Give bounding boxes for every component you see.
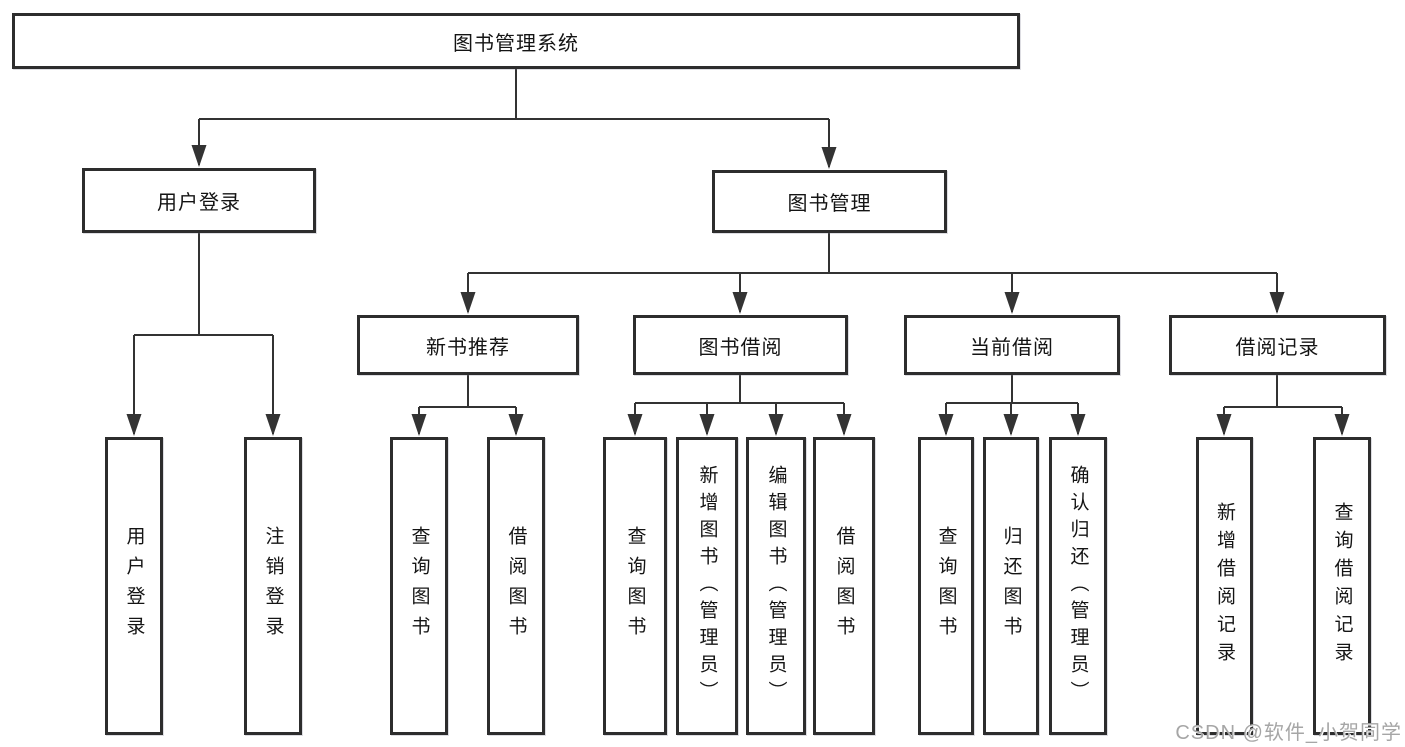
leaf-br-query-record: 查询借阅记录 [1313, 437, 1371, 735]
leaf-bb-add-books-admin: 新增图书（管理员） [676, 437, 738, 735]
leaf-cb-query-books: 查询图书 [918, 437, 974, 735]
leaf-cb-return-books: 归还图书 [983, 437, 1039, 735]
node-book-management-label: 图书管理 [787, 193, 872, 215]
leaf-nbr-borrow-books-label: 借阅图书 [505, 526, 527, 646]
leaf-nbr-query-books: 查询图书 [390, 437, 448, 735]
leaf-user-login-label: 用户登录 [123, 526, 145, 646]
leaf-bb-edit-books-admin-label: 编辑图书（管理员） [765, 464, 787, 708]
node-book-borrow-label: 图书借阅 [698, 336, 783, 359]
leaf-bb-query-books: 查询图书 [603, 437, 667, 735]
leaf-bb-borrow-books: 借阅图书 [813, 437, 875, 735]
leaf-bb-query-books-label: 查询图书 [624, 526, 646, 646]
leaf-br-add-record: 新增借阅记录 [1196, 437, 1253, 735]
leaf-br-query-record-label: 查询借阅记录 [1331, 502, 1353, 670]
leaf-bb-add-books-admin-label: 新增图书（管理员） [696, 464, 718, 708]
leaf-nbr-borrow-books: 借阅图书 [487, 437, 545, 735]
node-current-borrow: 当前借阅 [904, 315, 1120, 375]
leaf-cb-confirm-return-admin-label: 确认归还（管理员） [1067, 464, 1089, 708]
node-book-borrow: 图书借阅 [633, 315, 848, 375]
leaf-cb-return-books-label: 归还图书 [1000, 526, 1022, 646]
leaf-user-login: 用户登录 [105, 437, 163, 735]
leaf-bb-borrow-books-label: 借阅图书 [833, 526, 855, 646]
leaf-bb-edit-books-admin: 编辑图书（管理员） [746, 437, 806, 735]
leaf-cb-confirm-return-admin: 确认归还（管理员） [1049, 437, 1107, 735]
node-borrow-records: 借阅记录 [1169, 315, 1386, 375]
leaf-cb-query-books-label: 查询图书 [935, 526, 957, 646]
node-book-management: 图书管理 [712, 170, 947, 233]
leaf-br-add-record-label: 新增借阅记录 [1214, 502, 1235, 670]
node-borrow-records-label: 借阅记录 [1235, 336, 1320, 359]
node-root-label: 图书管理系统 [453, 32, 579, 55]
node-user-login: 用户登录 [82, 168, 316, 233]
node-new-book-recommend: 新书推荐 [357, 315, 579, 375]
csdn-watermark: CSDN @软件_小贺同学 [1175, 722, 1402, 744]
node-user-login-label: 用户登录 [157, 192, 241, 214]
node-new-book-recommend-label: 新书推荐 [426, 336, 510, 359]
node-root: 图书管理系统 [12, 13, 1020, 69]
node-current-borrow-label: 当前借阅 [970, 336, 1054, 359]
leaf-logout-label: 注销登录 [262, 526, 284, 646]
leaf-nbr-query-books-label: 查询图书 [408, 526, 430, 646]
leaf-logout: 注销登录 [244, 437, 302, 735]
